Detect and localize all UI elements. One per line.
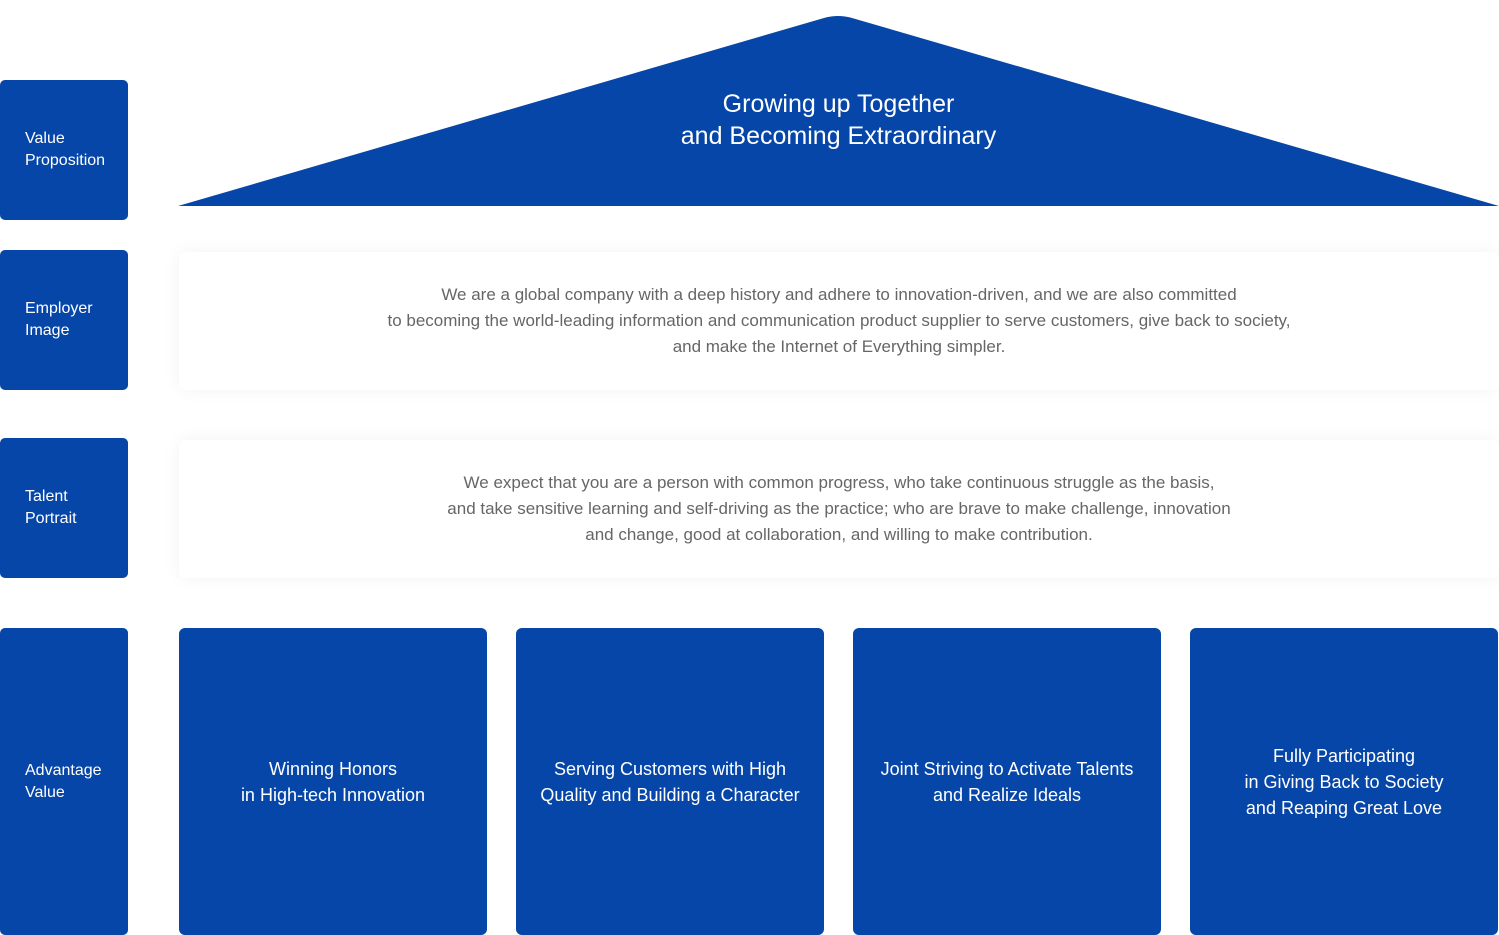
advantage-line: and Reaping Great Love <box>1245 797 1443 818</box>
roof-triangle <box>178 16 1499 206</box>
label-advantage-value-line-1: Advantage <box>25 761 102 779</box>
talent-portrait-card: We expect that you are a person with com… <box>179 440 1499 578</box>
advantage-line: Joint Striving to Activate Talents <box>880 758 1134 779</box>
advantage-line: Serving Customers with High <box>553 758 787 779</box>
advantage-line: Quality and Building a Character <box>540 784 800 805</box>
label-talent-portrait: Talent Portrait <box>0 438 128 578</box>
roof-title-line-2: and Becoming Extraordinary <box>680 122 997 150</box>
advantage-line: Winning Honors <box>268 758 398 779</box>
label-advantage-value-line-2: Value <box>25 783 65 801</box>
talent-portrait-line-3: and change, good at collaboration, and w… <box>585 525 1093 544</box>
advantage-box-customers: Serving Customers with High Quality and … <box>516 628 824 935</box>
employer-image-line-3: and make the Internet of Everything simp… <box>672 337 1006 356</box>
advantage-box-giving-back: Fully Participating in Giving Back to So… <box>1190 628 1498 935</box>
advantage-box-innovation: Winning Honors in High-tech Innovation <box>179 628 487 935</box>
label-advantage-value: Advantage Value <box>0 628 128 935</box>
roof-title: Growing up Together and Becoming Extraor… <box>178 88 1499 152</box>
employer-image-line-2: to becoming the world-leading informatio… <box>387 311 1291 330</box>
employer-image-line-1: We are a global company with a deep hist… <box>441 285 1237 304</box>
label-talent-portrait-line-2: Portrait <box>25 510 77 527</box>
label-value-proposition-line-2: Proposition <box>25 152 106 169</box>
label-employer-image-line-1: Employer <box>25 300 93 317</box>
label-employer-image: Employer Image <box>0 250 128 390</box>
label-value-proposition-line-1: Value <box>25 130 65 147</box>
talent-portrait-line-2: and take sensitive learning and self-dri… <box>447 499 1231 518</box>
advantage-line: in Giving Back to Society <box>1244 771 1444 792</box>
roof-shape <box>178 16 1499 206</box>
label-employer-image-line-2: Image <box>25 322 70 339</box>
advantage-line: Fully Participating <box>1272 745 1416 766</box>
advantage-line: and Realize Ideals <box>932 784 1082 805</box>
talent-portrait-line-1: We expect that you are a person with com… <box>463 473 1215 492</box>
advantage-line: in High-tech Innovation <box>240 784 426 805</box>
employer-image-card: We are a global company with a deep hist… <box>179 252 1499 390</box>
advantage-box-striving: Joint Striving to Activate Talents and R… <box>853 628 1161 935</box>
label-talent-portrait-line-1: Talent <box>25 488 68 505</box>
roof-title-line-1: Growing up Together <box>722 90 955 118</box>
label-value-proposition: Value Proposition <box>0 80 128 220</box>
